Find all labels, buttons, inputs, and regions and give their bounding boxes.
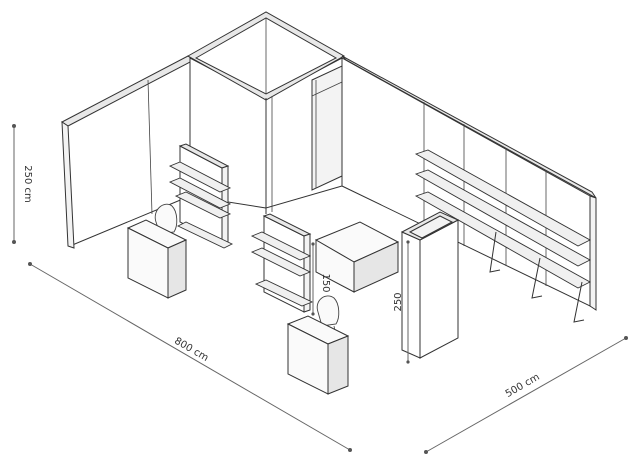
- dim-back-wall-height-label: 250 cm: [22, 165, 33, 203]
- wall-shelving: [414, 149, 591, 323]
- reception-desk-left: [126, 203, 188, 299]
- dim-width: [424, 336, 628, 454]
- central-counter: [314, 221, 400, 293]
- dim-counter-height-label: 150: [320, 273, 331, 292]
- dim-column-height: [406, 240, 410, 364]
- dim-counter-height: [311, 242, 315, 316]
- left-wall: [61, 55, 195, 249]
- dim-column-height-label: 250: [393, 292, 404, 311]
- shelf-unit-middle: [250, 213, 314, 313]
- back-corner-walls: [186, 11, 346, 214]
- dim-width-label: 500 cm: [504, 372, 542, 400]
- front-column: [400, 211, 460, 359]
- dim-length: [28, 262, 352, 452]
- reception-desk-front: [286, 295, 350, 395]
- shelf-unit-left: [168, 143, 234, 249]
- dim-back-wall-height: [12, 124, 16, 244]
